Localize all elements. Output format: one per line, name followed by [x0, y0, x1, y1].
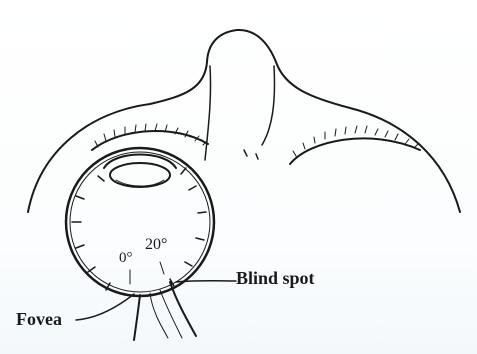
- eyeball: [66, 148, 214, 296]
- right-eyelashes: [293, 126, 418, 156]
- angle-zero-label: 0°: [119, 251, 133, 266]
- nose-line-left: [205, 66, 211, 160]
- blind-spot-label: Blind spot: [236, 269, 315, 287]
- left-brow: [92, 131, 208, 150]
- fovea-pointer: [76, 294, 134, 320]
- blind-spot-pointer: [176, 281, 236, 282]
- eyeball-inner: [70, 152, 210, 292]
- fovea-label: Fovea: [16, 310, 62, 328]
- angle-twenty-label: 20°: [145, 237, 167, 253]
- nose-line-right: [262, 66, 275, 145]
- nostril-mark: [244, 150, 258, 159]
- head-outline: [28, 30, 460, 212]
- optic-nerve-fibers: [150, 290, 182, 338]
- lens: [110, 163, 170, 187]
- angle-marker: [130, 262, 164, 284]
- right-brow: [290, 138, 420, 164]
